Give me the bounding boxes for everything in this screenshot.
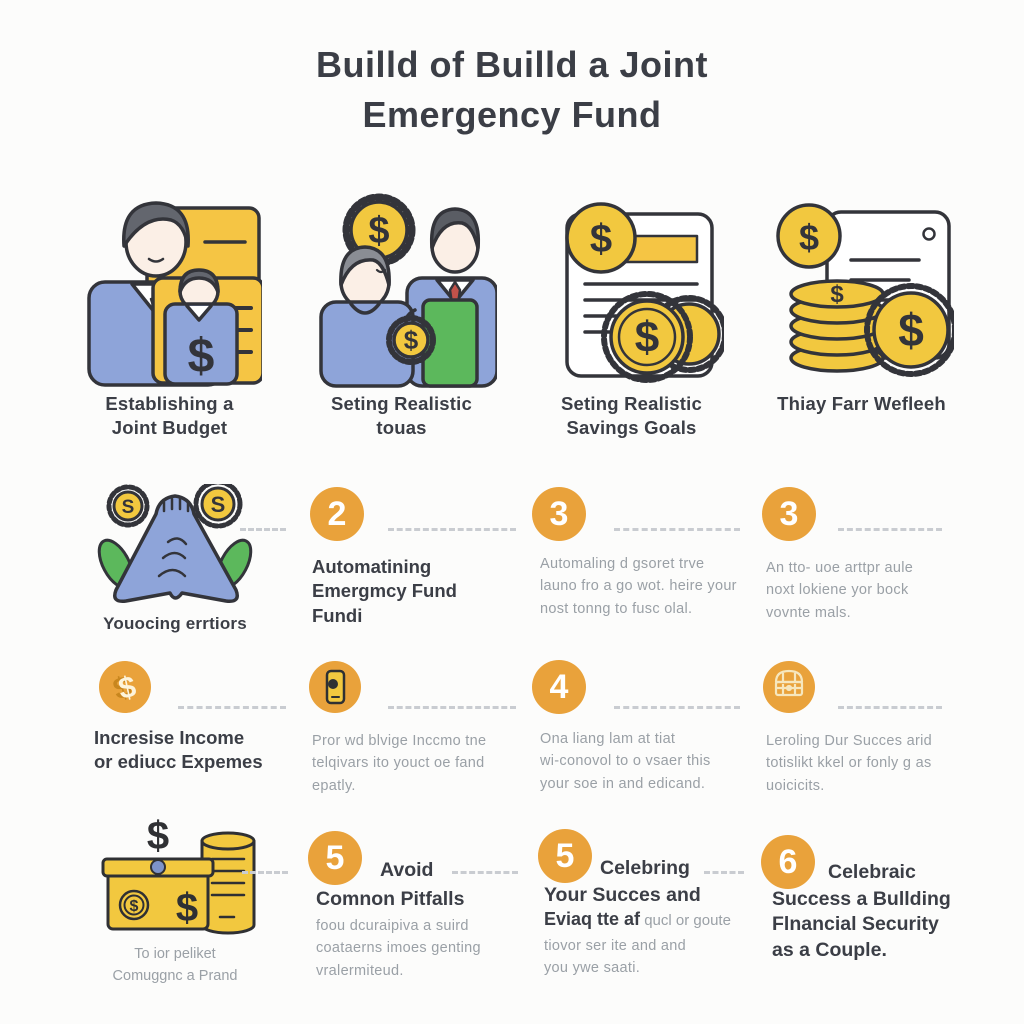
dollar-glyph: $	[368, 210, 389, 252]
step-number-badge: 5	[308, 831, 362, 885]
step-increase-income: $ $ Incresise Income or ediucc Expemes	[60, 660, 295, 775]
step-3b: 3 An tto- uoe arttpr aule noxt lokiene y…	[750, 487, 985, 624]
dashed-connector	[388, 528, 516, 531]
step-6-financial-security: 6 Celebraic Success a Bullding Flnancial…	[750, 815, 985, 990]
dollar-glyph: $	[590, 217, 612, 261]
step-5-avoid-pitfalls: 5 Avoid Comnon Pitfalls foou dcuraipiva …	[290, 815, 525, 990]
dashed-connector	[452, 871, 518, 874]
step-body-text: Pror wd blvige Inccmo tne telqivars ito …	[312, 733, 487, 794]
couple-coin-goals-icon: $ $	[318, 193, 497, 388]
dashed-connector	[838, 528, 942, 531]
step-coin-stack: $ $ $ Thiay Farr Wefleeh	[744, 190, 979, 416]
step-4: 4 Ona liang lam at tiat wi-conovol to o …	[520, 660, 755, 795]
step-label: Youocing errtiors	[103, 614, 247, 633]
step-body-text: foou dcuraipiva a suird coataerns imoes …	[316, 918, 481, 979]
dashed-connector	[178, 706, 286, 709]
step-body-text: An tto- uoe arttpr aule noxt lokiene yor…	[766, 560, 914, 621]
dashed-connector	[614, 528, 740, 531]
s-glyph: S	[122, 497, 135, 518]
step-savings-goals: $ $ Seting Realistic Savings Goals	[514, 190, 749, 441]
step-heading-word: Avoid	[380, 859, 434, 881]
step-heading: Your Succes and	[544, 884, 701, 906]
step-heading: Success a Bullding Flnancial Security as…	[772, 888, 951, 961]
savings-document-coins-icon: $ $	[565, 202, 724, 383]
step-label: Seting Realistic Savings Goals	[561, 393, 702, 439]
dashed-connector	[704, 871, 744, 874]
step-label: Seting Realistic touas	[331, 393, 472, 439]
couple-joint-budget-icon: $	[87, 201, 262, 387]
step-mixed-gray: qucl or goute	[640, 912, 731, 929]
step-body-text: tiovor ser ite and and you ywe saati.	[544, 938, 687, 977]
page-title: Builld of Builld a Joint Emergency Fund	[316, 44, 708, 135]
step-body-text: Leroling Dur Succes arid totislikt kkel …	[766, 733, 932, 794]
step-establish-budget: $ Establishing a Joint Budget	[52, 190, 287, 441]
dollar-glyph: $	[799, 217, 819, 258]
step-savings-box: $ $ $ To ior peliket Comuggnc a Prand	[60, 815, 290, 988]
dashed-connector	[240, 528, 286, 531]
step-mixed-bold: Eviaq tte af	[544, 909, 641, 929]
dollar-glyph: $	[116, 670, 139, 706]
step-number-badge: 3	[532, 487, 586, 541]
step-number-badge: 3	[762, 487, 816, 541]
step-2-automating-fund: 2 Automatining Emergmcy Fund Fundi	[290, 487, 525, 628]
step-heading: Comnon Pitfalls	[316, 888, 465, 910]
step-5-celebrate-success: 5 Celebring Your Succes and Eviaq tte af…	[520, 815, 755, 990]
step-body-text: Ona liang lam at tiat wi-conovol to o vs…	[540, 731, 711, 792]
step-number-badge: 2	[310, 487, 364, 541]
step-number-badge: 5	[538, 829, 592, 883]
step-heading-word: Celebring	[600, 857, 690, 879]
dashed-connector	[838, 706, 942, 709]
step-heading: Incresise Income or ediucc Expemes	[94, 727, 263, 773]
dollar-glyph: $	[176, 886, 198, 930]
step-mobile-payment: Pror wd blvige Inccmo tne telqivars ito …	[290, 660, 525, 797]
dollar-glyph: $	[130, 898, 139, 915]
step-heading: Automatining Emergmcy Fund Fundi	[312, 556, 457, 626]
clasped-hands-coins-icon: S S	[97, 484, 253, 604]
mobile-payment-badge-icon	[309, 661, 361, 713]
dashed-connector	[388, 706, 516, 709]
dollar-glyph: $	[188, 330, 215, 383]
step-treasure-chest: Leroling Dur Succes arid totislikt kkel …	[750, 660, 985, 797]
dollar-flame-badge-icon: $ $	[99, 661, 151, 713]
treasure-chest-badge-icon	[763, 661, 815, 713]
dollar-glyph: $	[147, 815, 169, 858]
savings-box-jar-icon: $ $ $	[101, 815, 256, 935]
s-glyph: S	[211, 492, 226, 517]
dollar-glyph: $	[403, 325, 418, 355]
step-3a: 3 Automaling d gsoret trve launo fro a g…	[520, 487, 755, 620]
step-clasped-hands: S S Youocing errtiors	[60, 484, 290, 634]
dollar-glyph: $	[898, 304, 924, 356]
dashed-connector	[614, 706, 740, 709]
step-label: Establishing a Joint Budget	[105, 393, 234, 439]
step-caption: To ior peliket Comuggnc a Prand	[112, 946, 238, 985]
step-heading-word: Celebraic	[828, 861, 916, 883]
step-mixed-line: Eviaq tte af qucl or goute	[544, 909, 731, 930]
step-label: Thiay Farr Wefleeh	[777, 393, 946, 414]
coin-stack-invoice-icon: $ $ $	[776, 203, 954, 377]
step-realistic-goals-1: $ $ Seting Realistic touas	[284, 190, 519, 441]
dashed-connector	[242, 871, 288, 874]
step-body-text: Automaling d gsoret trve launo fro a go …	[540, 556, 737, 617]
dollar-glyph: $	[635, 313, 659, 362]
step-number-badge: 6	[761, 835, 815, 889]
step-number-badge: 4	[532, 660, 586, 714]
dollar-glyph: $	[830, 281, 844, 308]
